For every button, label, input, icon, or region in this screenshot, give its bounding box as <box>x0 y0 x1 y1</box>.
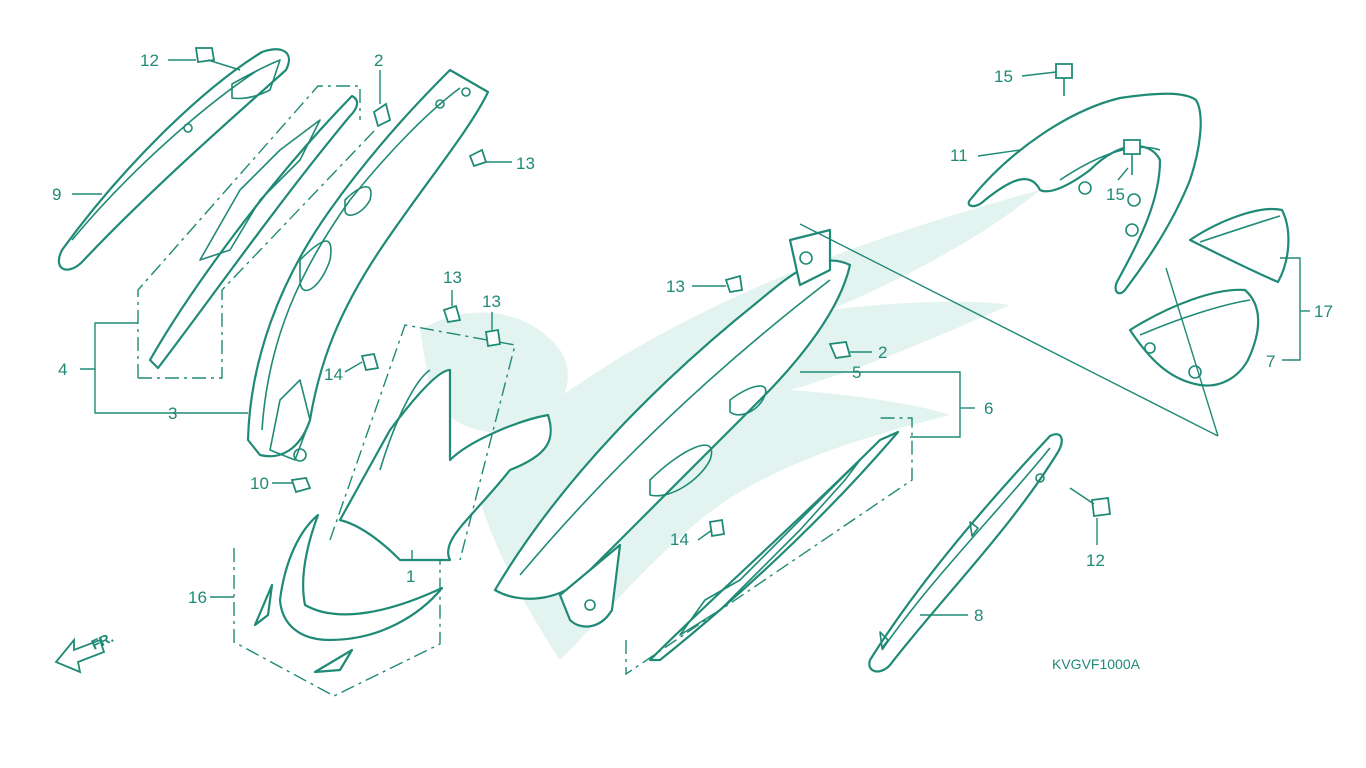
callout-10: 11 <box>950 146 968 165</box>
clip-11 <box>290 477 312 494</box>
callout-3: 3 <box>168 404 177 423</box>
screw-13-a <box>468 148 488 168</box>
callout-1: 1 <box>406 567 415 586</box>
screw-13-d <box>724 274 744 294</box>
callout-16: 16 <box>188 588 207 607</box>
bolt-15-a <box>1055 63 1073 96</box>
callout-14-b: 14 <box>670 530 689 549</box>
callout-8: 7 <box>1266 352 1275 371</box>
callout-11: 10 <box>250 474 269 493</box>
callout-12-top: 12 <box>140 51 159 70</box>
bolt-15-b <box>1123 139 1141 175</box>
leader-lines <box>72 59 1310 616</box>
callout-4: 4 <box>58 360 67 379</box>
bolt-12-right <box>1069 487 1112 518</box>
clip-2-right <box>828 341 852 359</box>
part-7-side-rail <box>57 48 290 271</box>
callout-17: 17 <box>1314 302 1333 321</box>
part-16-front-panel <box>233 513 444 697</box>
screw-13-c <box>484 328 502 348</box>
screw-14-b <box>708 518 726 538</box>
part-3-body-cover <box>246 68 490 462</box>
callout-15-b: 15 <box>1106 185 1125 204</box>
front-arrow-icon: FR. <box>54 629 116 674</box>
part-4-inner-molding <box>137 85 376 379</box>
callout-2-top: 2 <box>374 51 383 70</box>
callout-14-a: 14 <box>324 365 343 384</box>
callout-12-right: 12 <box>1086 551 1105 570</box>
diagram-code: KVGVF1000A <box>1052 656 1141 672</box>
callout-6: 6 <box>984 399 993 418</box>
clip-2-top <box>372 102 392 128</box>
bolt-12-top <box>194 47 241 71</box>
callout-13-d: 13 <box>666 277 685 296</box>
callout-7: 9 <box>52 185 61 204</box>
screw-14-a <box>360 352 380 372</box>
fasteners <box>194 47 1141 538</box>
part-17-rear-cowl-upper <box>1188 208 1290 284</box>
callout-5: 5 <box>852 363 861 382</box>
part-5-side-cover <box>493 228 852 628</box>
direction-label: FR. <box>89 629 116 653</box>
callout-labels: 12 2 13 9 4 3 13 13 14 10 1 16 13 14 2 5… <box>52 51 1333 625</box>
callout-13-c: 13 <box>482 292 501 311</box>
callout-2-right: 2 <box>878 343 887 362</box>
callout-13-a: 13 <box>516 154 535 173</box>
callout-15-a: 15 <box>994 67 1013 86</box>
part-8-rear-cowl-lower <box>1128 288 1260 387</box>
part-9-lower-rail <box>868 433 1063 673</box>
part-10-rear-grip <box>967 92 1202 295</box>
part-6-stripe-decal <box>625 417 913 676</box>
part-1-center-cover <box>329 324 552 562</box>
callout-9: 8 <box>974 606 983 625</box>
callout-13-b: 13 <box>443 268 462 287</box>
screw-13-b <box>442 304 462 324</box>
